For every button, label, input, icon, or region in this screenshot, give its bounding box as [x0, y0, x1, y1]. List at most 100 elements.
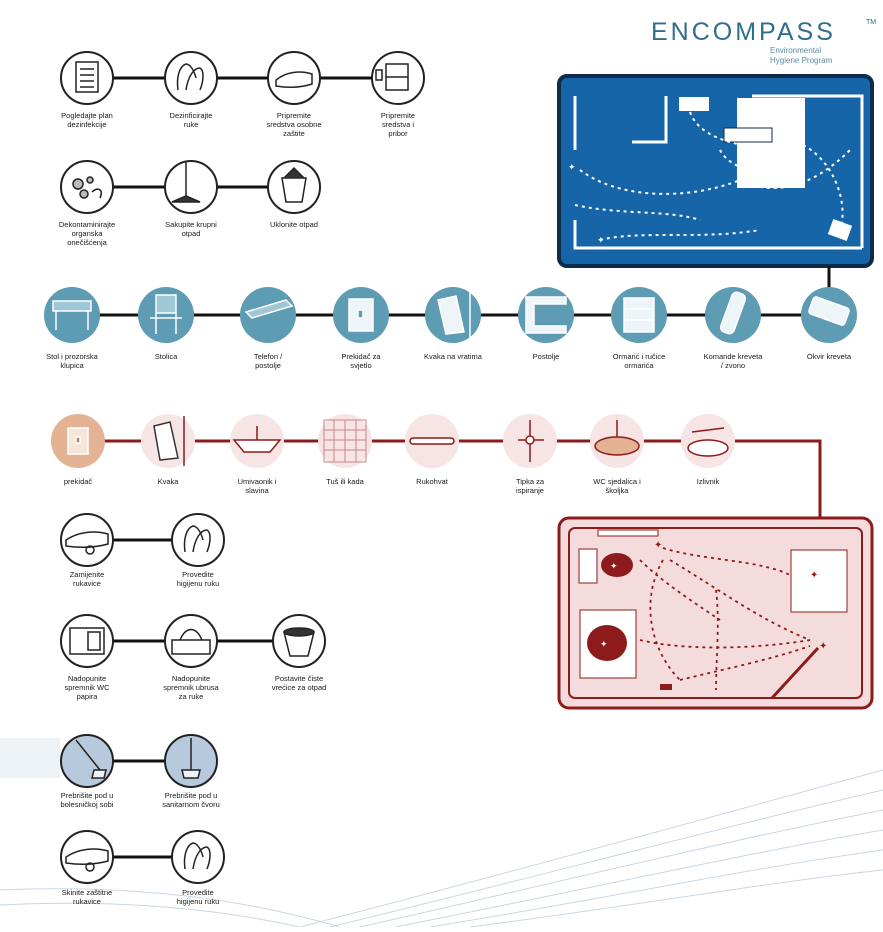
table-icon — [52, 300, 92, 330]
switch-icon — [67, 427, 89, 455]
flush-icon — [518, 420, 544, 462]
broom-icon — [171, 162, 201, 203]
room-item-phone-stand: Telefon /postolje — [240, 287, 296, 370]
label-room-item-door-handle: Kvaka na vratima — [424, 352, 483, 361]
svg-text:✦: ✦ — [690, 100, 698, 110]
label-bath-item-grab-bar: Rukohvat — [416, 477, 449, 486]
brand-tm: TM — [866, 19, 876, 26]
svg-text:✦: ✦ — [600, 639, 608, 649]
svg-text:✦: ✦ — [654, 540, 662, 551]
svg-text:✦: ✦ — [819, 641, 827, 652]
label-bath-item-drain: Izlivnik — [697, 477, 720, 486]
brand-subtitle-2: Hygiene Program — [770, 56, 833, 65]
svg-text:✦: ✦ — [568, 162, 576, 172]
spill-icon — [72, 176, 103, 199]
shelf-icon — [244, 299, 294, 319]
door-handle-icon — [437, 290, 471, 340]
label-room-item-chair: Stolica — [155, 352, 178, 361]
bracket-icon — [525, 296, 567, 334]
grab-bar-icon — [409, 437, 455, 445]
label-bath-item-door-handle: Kvaka — [158, 477, 180, 486]
svg-text:✦: ✦ — [781, 112, 789, 122]
chair-icon — [150, 294, 182, 334]
mop-bath-icon — [181, 738, 201, 779]
bath-item-drain: Izlivnik — [681, 414, 735, 486]
towel-icon — [171, 628, 211, 655]
paper-roll-icon — [69, 627, 105, 655]
label-room-item-bed-controls: Komande kreveta/ zvono — [704, 352, 764, 370]
bath-item-shower: Tuš ili kada — [318, 414, 372, 486]
bed-rail-icon — [808, 296, 850, 326]
room-item-stand: Postolje — [518, 287, 574, 361]
remote-icon — [719, 291, 747, 335]
bin-icon — [281, 166, 307, 203]
room-item-door-handle: Kvaka na vratima — [424, 287, 483, 361]
brand-logo: ENCOMPASS TM Environmental Hygiene Progr… — [651, 18, 876, 65]
label-bath-item-switch: prekidač — [64, 477, 93, 486]
hands-icon — [183, 842, 211, 870]
svg-text:✦: ✦ — [795, 139, 803, 149]
patient-room-map: ✦✦✦ ✦✦✦ — [557, 74, 874, 268]
door-handle-icon — [153, 416, 185, 466]
room-item-chair: Stolica — [138, 287, 194, 361]
bath-item-switch: prekidač — [51, 414, 105, 486]
checklist-icon — [75, 61, 99, 93]
mop-room-icon — [75, 739, 107, 779]
label-room-item-bed-frame: Okvir kreveta — [807, 352, 852, 361]
cart-icon — [375, 63, 409, 91]
brand-subtitle-1: Environmental — [770, 46, 821, 55]
label-room-item-phone-stand: Telefon /postolje — [254, 352, 283, 370]
glove-icon — [65, 531, 109, 555]
shower-icon — [323, 419, 367, 463]
room-item-bed-frame: Okvir kreveta — [801, 287, 857, 361]
switch-icon — [348, 298, 374, 332]
label-room-item-stand: Postolje — [533, 352, 560, 361]
label-bath-item-shower: Tuš ili kada — [326, 477, 364, 486]
background-left-shade — [0, 738, 60, 778]
glove-icon — [65, 848, 109, 872]
cabinet-icon — [623, 297, 655, 333]
bath-item-door-handle: Kvaka — [141, 414, 195, 486]
svg-text:✦: ✦ — [610, 561, 618, 571]
bag-icon — [283, 627, 315, 657]
svg-text:✦: ✦ — [764, 170, 772, 180]
glove-icon — [275, 71, 313, 89]
